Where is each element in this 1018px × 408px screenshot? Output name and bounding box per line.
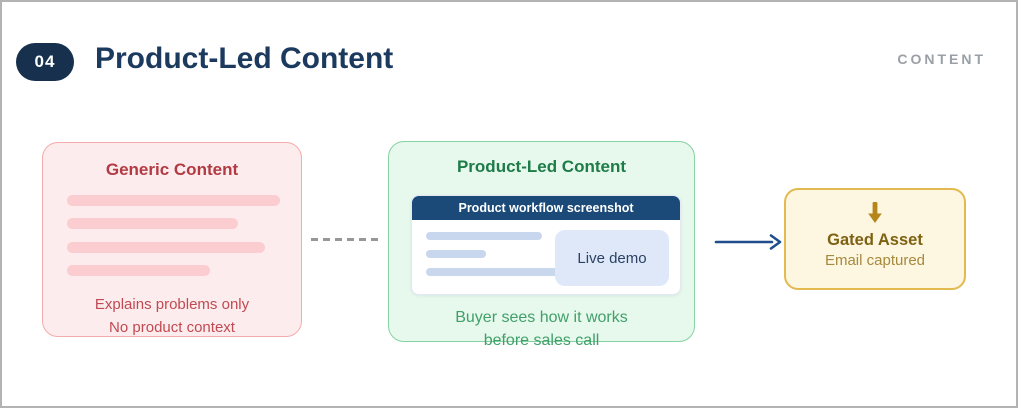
dashed-connector	[311, 238, 383, 241]
skeleton-line	[67, 218, 238, 229]
caption-line: Buyer sees how it works	[455, 309, 628, 326]
down-arrow-icon	[868, 202, 882, 223]
skeleton-line	[426, 268, 571, 276]
product-led-content-title: Product-Led Content	[456, 157, 627, 176]
generic-content-caption: Explains problems only No product contex…	[43, 293, 301, 339]
product-screenshot-card: Product workflow screenshot Live demo	[411, 195, 681, 295]
skeleton-line	[426, 232, 542, 240]
product-led-caption: Buyer sees how it works before sales cal…	[389, 306, 694, 352]
step-number: 04	[34, 52, 56, 71]
live-demo-button[interactable]: Live demo	[555, 230, 669, 286]
skeleton-line	[67, 242, 265, 253]
gated-asset-title: Gated Asset	[827, 231, 923, 249]
arrow-connector	[714, 234, 782, 250]
gated-asset-box: Gated Asset Email captured	[784, 188, 966, 290]
caption-line: before sales call	[483, 332, 600, 349]
skeleton-line	[67, 195, 280, 206]
caption-line: Explains problems only	[94, 296, 250, 313]
page-title: Product-Led Content	[95, 42, 394, 75]
skeleton-line	[426, 250, 486, 258]
caption-line: No product context	[109, 319, 235, 336]
skeleton-line	[67, 265, 210, 276]
step-number-badge: 04	[16, 43, 74, 81]
card-header: Product workflow screenshot	[412, 196, 680, 220]
card-body: Live demo	[412, 220, 680, 294]
generic-content-box: Generic Content Explains problems only N…	[42, 142, 302, 337]
gated-asset-subtitle: Email captured	[824, 252, 926, 269]
generic-content-title: Generic Content	[105, 160, 239, 179]
kicker-label: CONTENT	[897, 51, 986, 67]
product-led-content-box: Product-Led Content Product workflow scr…	[388, 141, 695, 349]
